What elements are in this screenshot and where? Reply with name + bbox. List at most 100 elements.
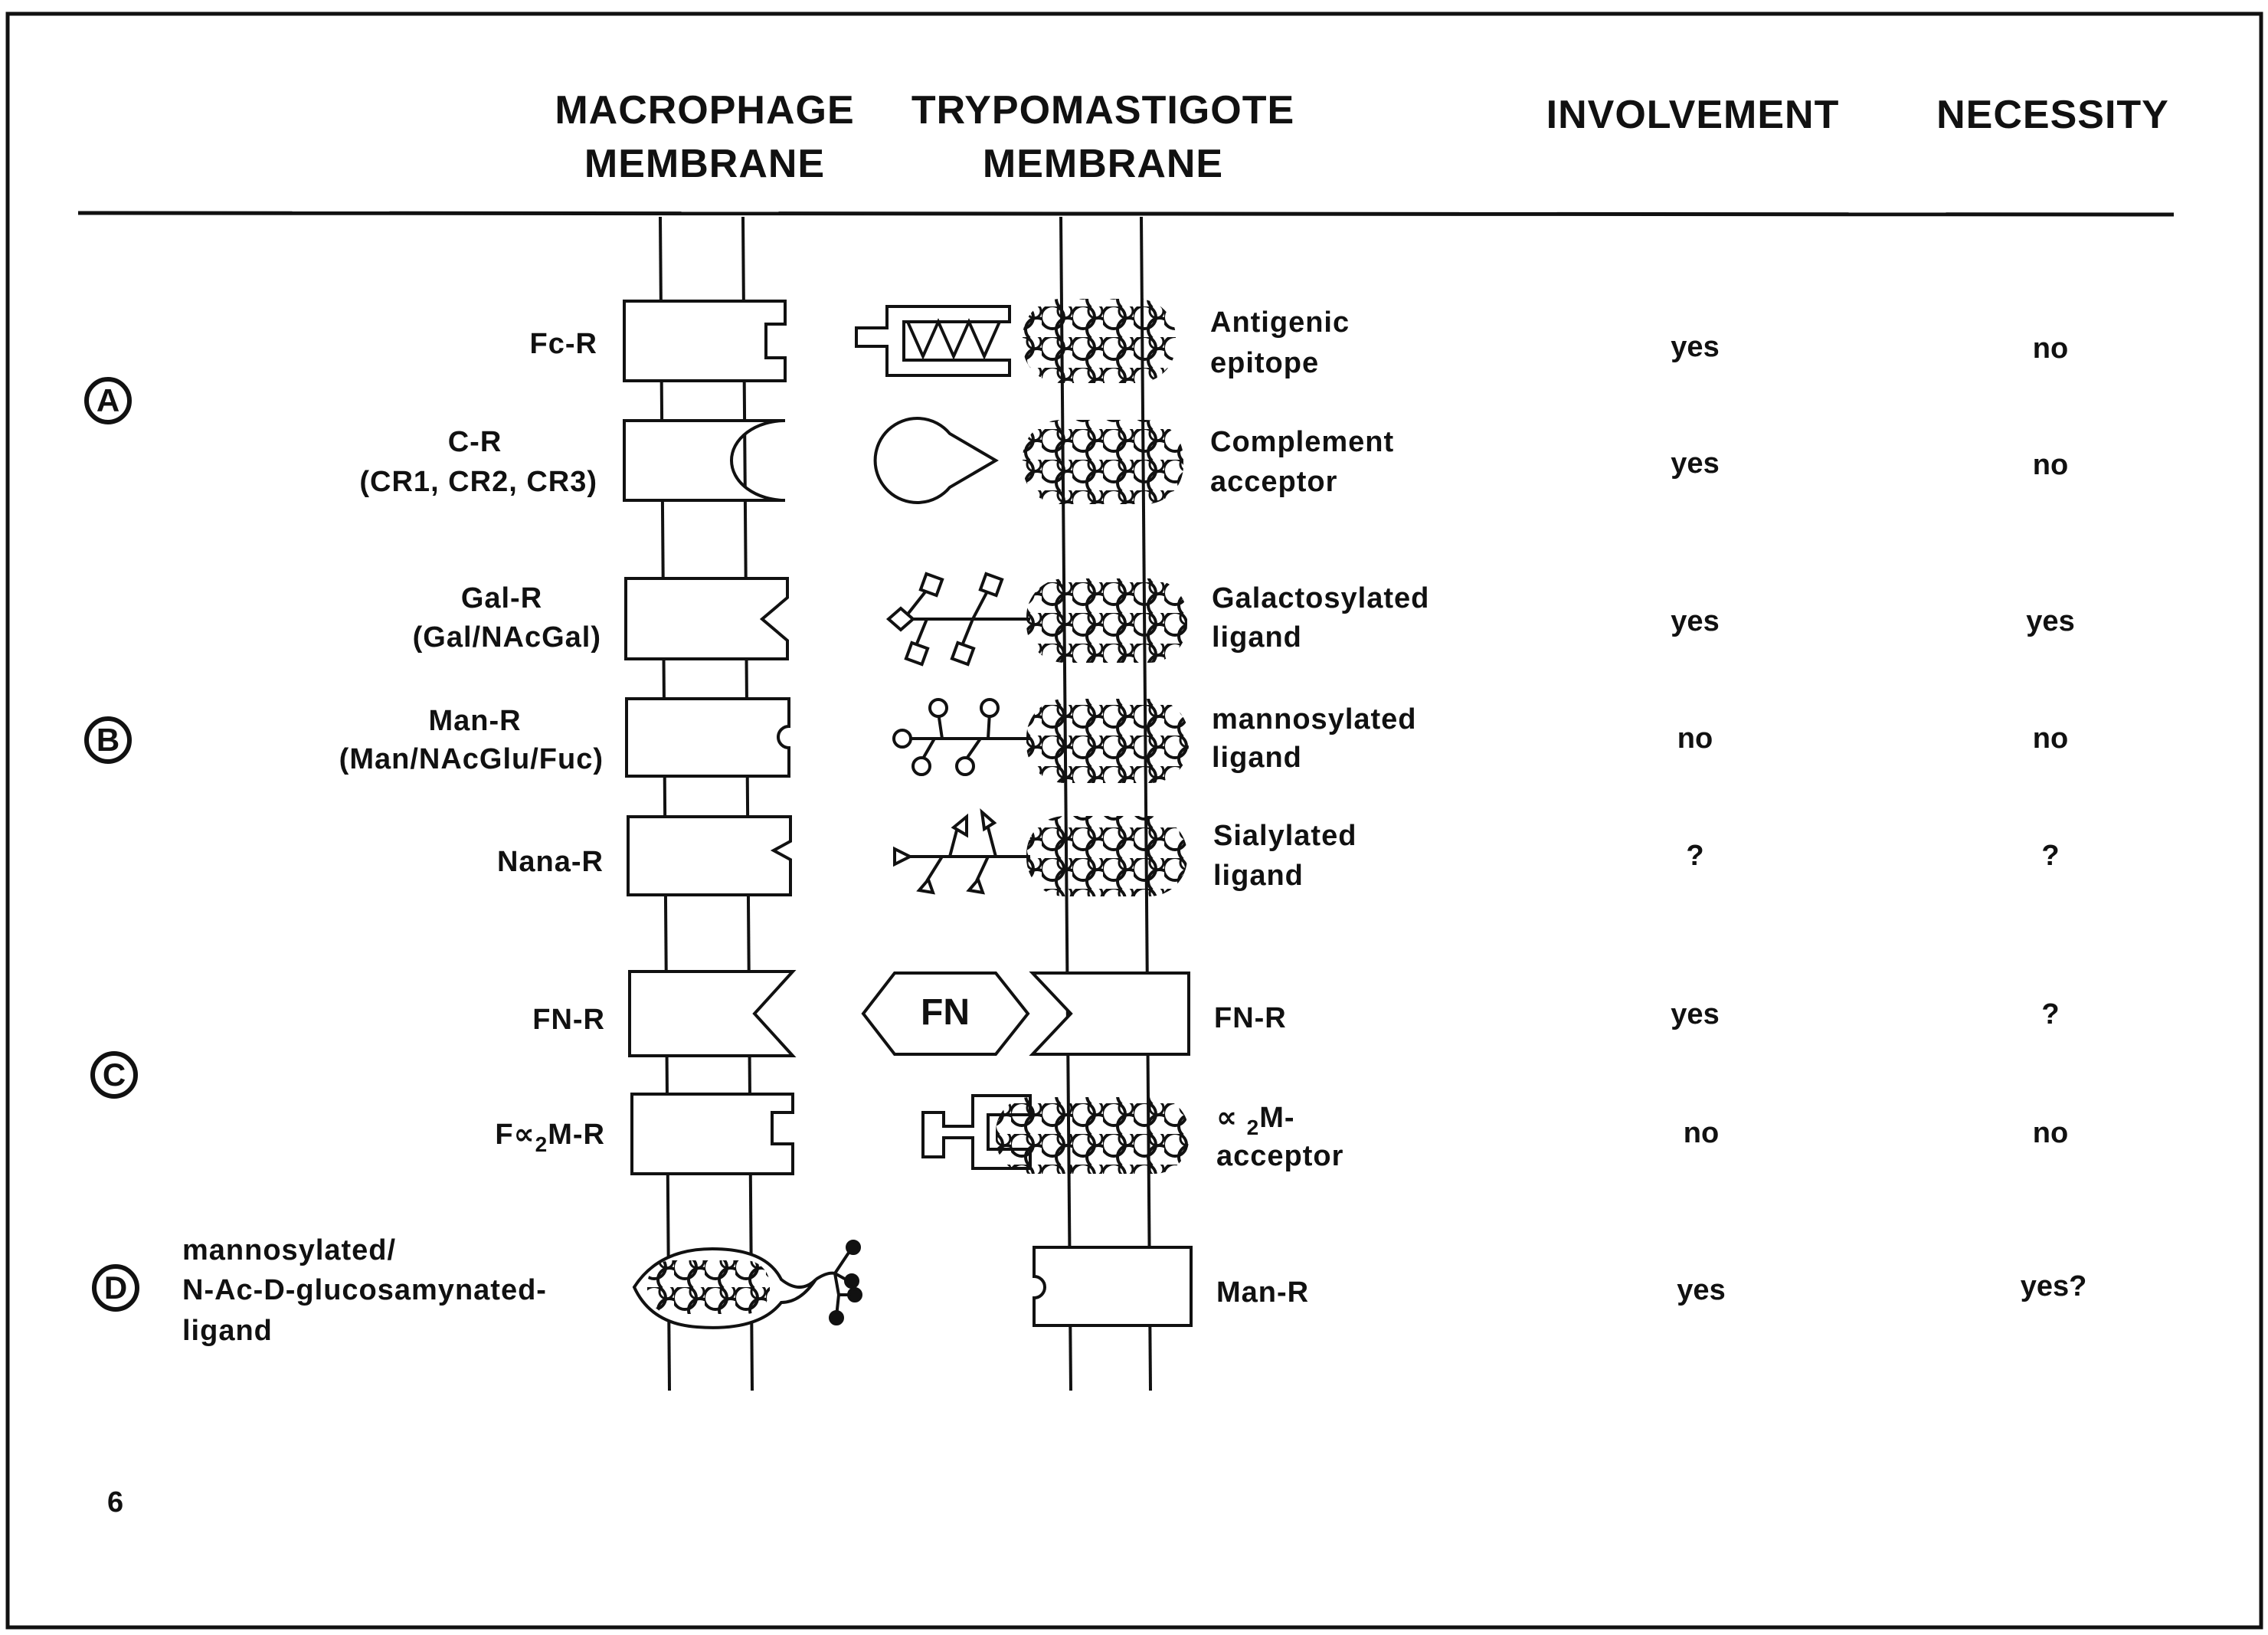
receptor-label: F∝2M-R <box>368 1120 605 1149</box>
subscript: 2 <box>535 1132 548 1156</box>
galactose-square-2 <box>980 574 1002 595</box>
mannose-circle-5 <box>957 758 974 775</box>
mannose-circle-2 <box>930 700 947 716</box>
header-necessity: NECESSITY <box>1900 95 2206 135</box>
receptor-sublabel: (CR1, CR2, CR3) <box>291 467 597 496</box>
necessity-cell: no <box>1974 1119 2127 1148</box>
trypo-fn-receptor-shape <box>1033 973 1189 1054</box>
terminal-dot-4 <box>830 1312 843 1324</box>
trypo-man-receptor-shape <box>1034 1247 1191 1325</box>
macrophage-membrane-inner <box>743 217 752 1391</box>
header-macrophage-line2: MEMBRANE <box>536 144 873 184</box>
fc-receptor-shape <box>624 301 785 381</box>
ligand-label: ligand <box>182 1316 273 1345</box>
galactosylated-ligand-blob <box>1026 578 1187 663</box>
antibody-shape <box>856 306 1010 375</box>
header-rule <box>78 213 2174 215</box>
complement-receptor-shape <box>624 421 785 500</box>
macrophage-membrane-outer <box>660 217 669 1391</box>
terminal-dot-2 <box>846 1275 858 1287</box>
necessity-cell: ? <box>1974 841 2127 870</box>
necessity-cell: ? <box>1974 1000 2127 1029</box>
necessity-cell: yes <box>1974 607 2127 636</box>
trypo-membrane-inner <box>1141 217 1150 1391</box>
sialic-triangle-4 <box>919 880 933 893</box>
alpha-symbol: ∝ <box>514 1119 535 1151</box>
sialic-triangle-1 <box>895 849 910 864</box>
trypo-membrane-outer <box>1061 217 1071 1391</box>
involvement-cell: yes <box>1618 607 1772 636</box>
mannose-branch <box>902 713 1030 759</box>
subscript: 2 <box>1247 1116 1260 1139</box>
sialylated-ligand-blob <box>1026 816 1187 896</box>
alpha2m-receptor-shape <box>632 1094 793 1174</box>
mannose-circle-1 <box>894 730 911 747</box>
galactose-branch <box>904 590 1030 647</box>
ligand-label: ligand <box>1213 861 1304 890</box>
necessity-cell: no <box>1974 334 2127 363</box>
involvement-cell: no <box>1625 1119 1778 1148</box>
necessity-cell: no <box>1974 724 2127 753</box>
macrophage-ligand-blob <box>647 1260 770 1314</box>
involvement-cell: yes <box>1618 1000 1772 1029</box>
ligand-label: Sialylated <box>1213 821 1357 850</box>
ligand-label-post: M- <box>1259 1102 1294 1134</box>
macrophage-fn-receptor-shape <box>630 971 793 1056</box>
ligand-label: Complement <box>1210 428 1394 457</box>
fibronectin-label: FN <box>895 994 996 1031</box>
header-involvement: INVOLVEMENT <box>1501 95 1884 135</box>
ligand-label: FN-R <box>1214 1004 1287 1033</box>
mannose-circle-4 <box>913 758 930 775</box>
sialic-triangle-3 <box>982 812 994 829</box>
ligand-label: epitope <box>1210 349 1319 378</box>
ligand-label: acceptor <box>1210 467 1337 496</box>
complement-ligand-shape <box>875 418 996 503</box>
necessity-cell: no <box>1974 451 2127 480</box>
man-receptor-shape <box>627 699 789 776</box>
group-c-marker: C <box>90 1051 138 1099</box>
group-d-marker: D <box>92 1264 139 1312</box>
ligand-label: ligand <box>1212 743 1302 772</box>
terminal-dot-1 <box>847 1241 859 1253</box>
epitope-blob <box>1023 299 1176 383</box>
receptor-label-pre: F <box>495 1119 513 1151</box>
nana-receptor-shape <box>628 817 790 895</box>
terminal-dot-3 <box>849 1289 861 1301</box>
ligand-label: acceptor <box>1216 1142 1343 1171</box>
galactose-square-4 <box>952 643 974 664</box>
receptor-label: Fc-R <box>383 329 597 359</box>
ligand-label: N-Ac-D-glucosamynated- <box>182 1276 547 1305</box>
header-trypo-line2: MEMBRANE <box>889 144 1317 184</box>
group-a-marker: A <box>84 377 132 424</box>
ligand-label: mannosylated <box>1212 705 1417 734</box>
sialic-triangle-5 <box>969 880 983 893</box>
receptor-label: Man-R <box>1216 1278 1309 1307</box>
involvement-cell: yes <box>1618 333 1772 362</box>
involvement-cell: yes <box>1618 449 1772 478</box>
antibody-triangles <box>908 322 1000 356</box>
page-number: 6 <box>107 1488 123 1517</box>
ligand-label: ligand <box>1212 623 1302 652</box>
receptor-sublabel: (Man/NAcGlu/Fuc) <box>230 745 604 774</box>
ligand-label: Antigenic <box>1210 308 1350 337</box>
galactose-square-3 <box>906 643 928 664</box>
receptor-label: Gal-R <box>329 584 674 613</box>
receptor-label: Man-R <box>306 706 643 736</box>
alpha2m-acceptor-blob <box>996 1097 1189 1174</box>
galactose-square-1 <box>921 574 942 595</box>
ligand-label: mannosylated/ <box>182 1236 396 1265</box>
receptor-label: Nana-R <box>383 847 604 876</box>
ligand-label: Galactosylated <box>1212 584 1429 613</box>
mannosylated-ligand-blob <box>1026 699 1189 783</box>
alpha-symbol: ∝ <box>1216 1102 1238 1134</box>
necessity-cell: yes? <box>1977 1272 2130 1301</box>
involvement-cell: yes <box>1625 1276 1778 1305</box>
receptor-sublabel: (Gal/NAcGal) <box>291 623 601 652</box>
mannose-circle-3 <box>981 700 998 716</box>
receptor-label: FN-R <box>383 1005 605 1034</box>
receptor-label: C-R <box>306 428 643 457</box>
involvement-cell: ? <box>1618 841 1772 870</box>
group-b-marker: B <box>84 716 132 764</box>
receptor-label-post: M-R <box>548 1119 605 1151</box>
